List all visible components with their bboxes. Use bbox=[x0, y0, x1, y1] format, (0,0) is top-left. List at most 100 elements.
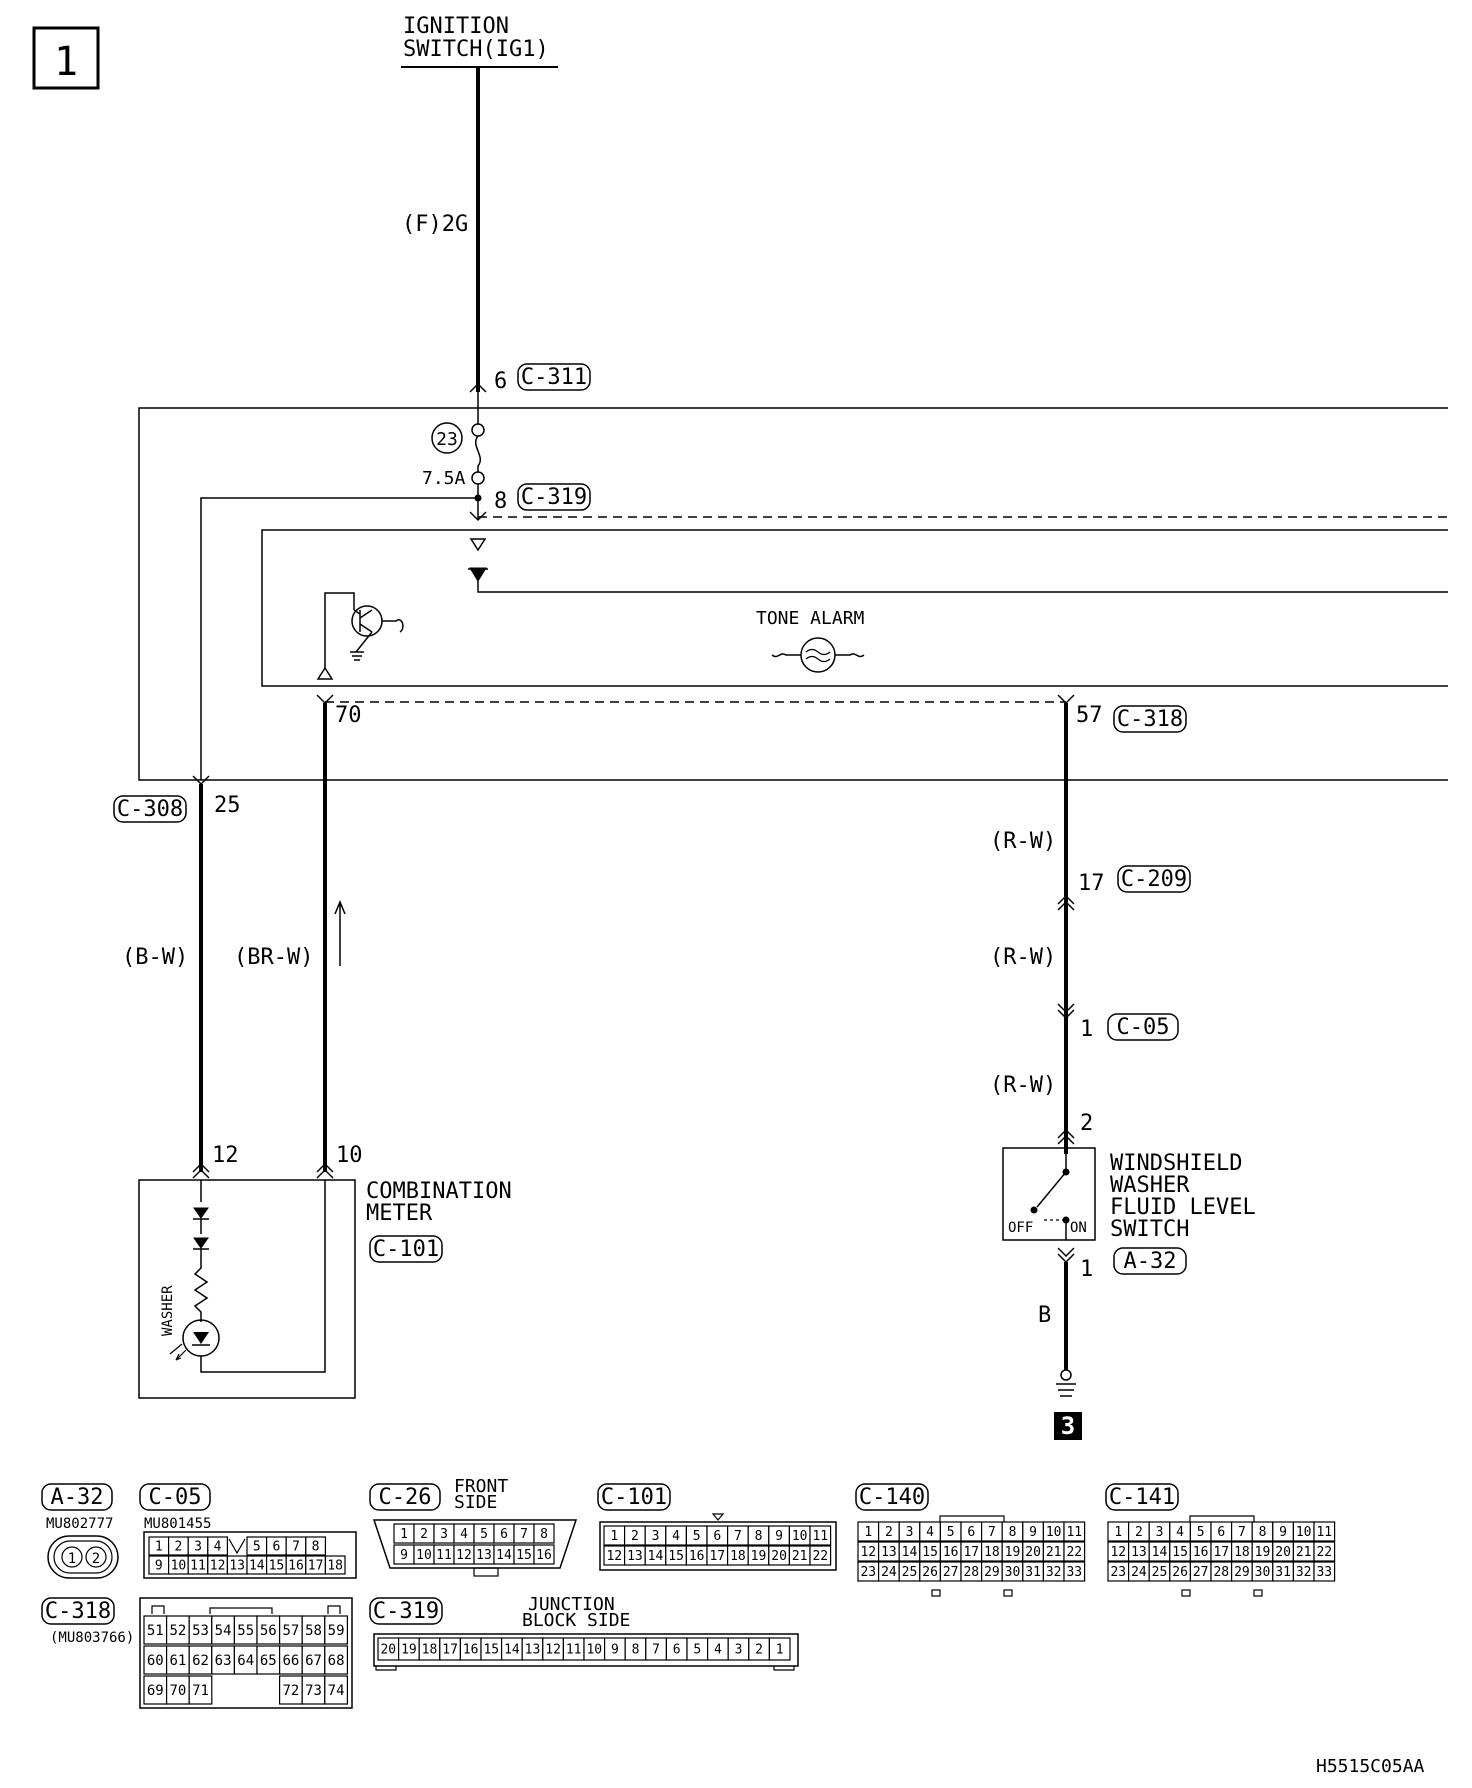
c101-pin-label: 4 bbox=[672, 1529, 680, 1544]
c05-pin-label: 7 bbox=[292, 1540, 300, 1555]
c140-pin-label: 25 bbox=[902, 1565, 918, 1580]
c26-pin-label: 14 bbox=[496, 1548, 512, 1563]
pin-70: 70 bbox=[335, 703, 362, 728]
c141-pin-cell bbox=[1313, 1541, 1336, 1562]
fuse-element bbox=[475, 435, 481, 472]
svg-text:C-311: C-311 bbox=[521, 365, 587, 390]
c26-pin-label: 7 bbox=[520, 1527, 528, 1542]
c141-pin-label: 15 bbox=[1172, 1545, 1188, 1560]
c140-pin-label: 11 bbox=[1066, 1525, 1082, 1540]
c318-pin-label: 53 bbox=[192, 1623, 209, 1639]
document-code: H5515C05AA bbox=[1316, 1756, 1425, 1777]
c140-pin-label: 29 bbox=[984, 1565, 1000, 1580]
c141-pin-label: 6 bbox=[1217, 1525, 1225, 1540]
ignition-label-line2: SWITCH(IG1) bbox=[403, 37, 549, 62]
c141-pin-label: 7 bbox=[1238, 1525, 1246, 1540]
c319-pin-label: 7 bbox=[652, 1643, 660, 1658]
c318-pin-label: 72 bbox=[282, 1683, 299, 1699]
c140-pin-label: 6 bbox=[967, 1525, 975, 1540]
c319-pin-label: 20 bbox=[380, 1643, 396, 1658]
c26-pin-cell bbox=[533, 1544, 555, 1565]
c101-pin-label: 13 bbox=[627, 1549, 643, 1564]
pin-12: 12 bbox=[212, 1143, 239, 1168]
c319-pin-label: 5 bbox=[693, 1643, 701, 1658]
ground-number-badge: 3 bbox=[1054, 1412, 1082, 1440]
c05-pin-label: 18 bbox=[327, 1559, 343, 1574]
connector-ref-c209: C-209 bbox=[1117, 865, 1191, 893]
c101-pin-label: 11 bbox=[812, 1529, 828, 1544]
c141-pin-cell bbox=[1313, 1521, 1336, 1542]
svg-text:C-101: C-101 bbox=[601, 1485, 667, 1510]
washer-switch-line2: WASHER bbox=[1110, 1173, 1190, 1198]
c101-pin-label: 22 bbox=[812, 1549, 828, 1564]
svg-text:C-05: C-05 bbox=[1117, 1015, 1170, 1040]
c140-pin-label: 1 bbox=[864, 1525, 872, 1540]
wire-label-rw-1: (R-W) bbox=[990, 829, 1056, 854]
connector-view-a32: A-32 MU802777 1 2 bbox=[41, 1483, 119, 1579]
c141-pin-cell bbox=[1313, 1561, 1336, 1582]
c26-pin-label: 11 bbox=[436, 1548, 452, 1563]
connector-mark-a32 bbox=[1057, 1247, 1075, 1264]
c140-pin-label: 10 bbox=[1046, 1525, 1062, 1540]
c101-pin-label: 5 bbox=[693, 1529, 701, 1544]
c318-pin-label: 67 bbox=[305, 1653, 322, 1669]
wire-branch-meter-feed bbox=[200, 497, 478, 780]
c140-pin-label: 7 bbox=[988, 1525, 996, 1540]
c140-pin-label: 17 bbox=[963, 1545, 979, 1560]
pin-17: 17 bbox=[1078, 871, 1105, 896]
c141-pin-label: 20 bbox=[1275, 1545, 1291, 1560]
c140-pin-label: 19 bbox=[1005, 1545, 1021, 1560]
c05-pin-cell bbox=[324, 1555, 346, 1575]
c05-pin-label: 6 bbox=[272, 1540, 280, 1555]
c318-pin-cell bbox=[324, 1675, 348, 1705]
connector-mark-10 bbox=[316, 1162, 334, 1179]
c141-pin-label: 17 bbox=[1213, 1545, 1229, 1560]
c141-pin-label: 14 bbox=[1152, 1545, 1168, 1560]
svg-text:C-318: C-318 bbox=[45, 1599, 111, 1624]
c26-pin-label: 3 bbox=[440, 1527, 448, 1542]
fuse-terminal-top bbox=[471, 423, 485, 437]
c318-pin-label: 54 bbox=[215, 1623, 232, 1639]
c318-pin-label: 73 bbox=[305, 1683, 322, 1699]
transistor-icon bbox=[316, 592, 404, 680]
fuse-rating: 7.5A bbox=[422, 468, 466, 489]
c319-pin-cell bbox=[768, 1637, 791, 1661]
c318-pin-label: 71 bbox=[192, 1683, 209, 1699]
c319-pin-label: 1 bbox=[776, 1643, 784, 1658]
c319-pin-label: 3 bbox=[735, 1643, 743, 1658]
svg-text:C-209: C-209 bbox=[1121, 867, 1187, 892]
connector-ref-c101: C-101 bbox=[369, 1235, 443, 1263]
c26-pin-label: 4 bbox=[460, 1527, 468, 1542]
wire-label-rw-3: (R-W) bbox=[990, 1073, 1056, 1098]
c101-pin-label: 10 bbox=[792, 1529, 808, 1544]
c05-pin-label: 9 bbox=[155, 1559, 163, 1574]
c140-pin-label: 13 bbox=[881, 1545, 897, 1560]
c141-pin-label: 5 bbox=[1197, 1525, 1205, 1540]
tone-alarm-icon bbox=[771, 637, 865, 673]
c101-pin-label: 12 bbox=[606, 1549, 622, 1564]
c141-pin-label: 3 bbox=[1156, 1525, 1164, 1540]
c101-pin-label: 9 bbox=[775, 1529, 783, 1544]
c318-pin-label: 64 bbox=[237, 1653, 254, 1669]
c141-pin-label: 22 bbox=[1316, 1545, 1332, 1560]
c101-pin-label: 17 bbox=[709, 1549, 725, 1564]
c140-pin-label: 12 bbox=[860, 1545, 876, 1560]
c05-pin-label: 10 bbox=[171, 1559, 187, 1574]
c140-pin-label: 24 bbox=[881, 1565, 897, 1580]
svg-text:C-140: C-140 bbox=[859, 1485, 925, 1510]
c140-pin-label: 14 bbox=[902, 1545, 918, 1560]
c318-pin-label: 62 bbox=[192, 1653, 209, 1669]
etacs-unit-outline bbox=[261, 529, 1448, 687]
c05-pin-label: 3 bbox=[194, 1540, 202, 1555]
c101-pin-label: 14 bbox=[648, 1549, 664, 1564]
c26-pin-label: 10 bbox=[416, 1548, 432, 1563]
c318-pin-label: 68 bbox=[328, 1653, 345, 1669]
connector-ref-c311: C-311 bbox=[517, 363, 591, 391]
c141-pin-label: 30 bbox=[1255, 1565, 1271, 1580]
c141-pin-label: 21 bbox=[1296, 1545, 1312, 1560]
